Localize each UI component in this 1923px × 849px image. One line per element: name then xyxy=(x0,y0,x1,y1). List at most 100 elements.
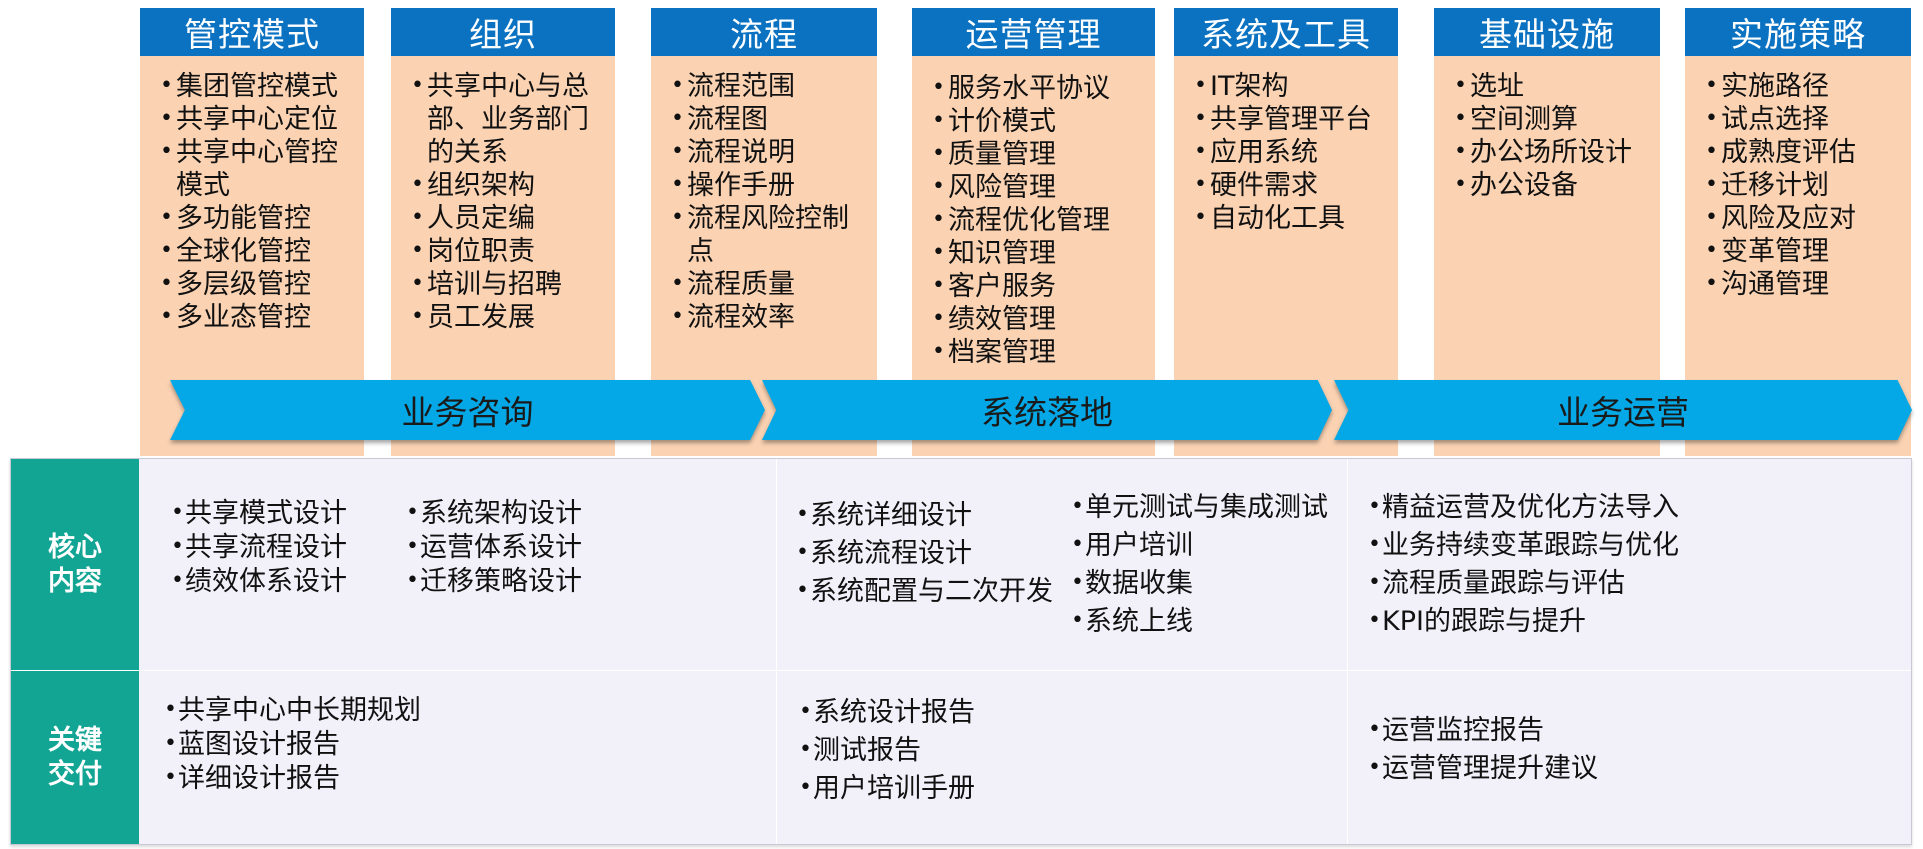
list-item: 流程质量 xyxy=(671,267,871,301)
list-item: 质量管理 xyxy=(932,137,1149,171)
list-item: 系统配置与二次开发 xyxy=(796,572,1053,611)
list-item: 多层级管控 xyxy=(160,267,358,301)
row-divider xyxy=(11,670,1911,671)
column-operations: 运营管理 服务水平协议 计价模式 质量管理 风险管理 流程优化管理 知识管理 客… xyxy=(912,8,1155,456)
list-item: 培训与招聘 xyxy=(411,267,609,301)
core-consulting-a: 共享模式设计 共享流程设计 绩效体系设计 xyxy=(171,496,347,599)
list-item: 客户服务 xyxy=(932,269,1149,303)
phase-table: 核心内容 关键交付 共享模式设计 共享流程设计 绩效体系设计 系统架构设计 运营… xyxy=(10,458,1912,845)
list-item: 办公设备 xyxy=(1454,168,1654,202)
row-label-deliverables: 关键交付 xyxy=(11,671,139,844)
column-header: 组织 xyxy=(391,8,615,56)
list-item: 操作手册 xyxy=(671,168,871,202)
list-item: IT架构 xyxy=(1194,69,1392,103)
deliverables-landing: 系统设计报告 测试报告 用户培训手册 xyxy=(799,693,975,808)
list-item: 测试报告 xyxy=(799,731,975,770)
list-item: 人员定编 xyxy=(411,201,609,235)
list-item: 多业态管控 xyxy=(160,300,358,334)
list-item: 绩效管理 xyxy=(932,302,1149,336)
list-item: 单元测试与集成测试 xyxy=(1071,488,1328,527)
list-item: 系统详细设计 xyxy=(796,496,1053,535)
list-item: 办公场所设计 xyxy=(1454,135,1654,169)
list-item: 空间测算 xyxy=(1454,102,1654,136)
phase-label: 业务运营 xyxy=(1557,393,1689,432)
list-item: 蓝图设计报告 xyxy=(164,727,421,762)
row-label-core: 核心内容 xyxy=(11,459,139,670)
list-item: 全球化管控 xyxy=(160,234,358,268)
column-header: 管控模式 xyxy=(140,8,364,56)
list-item: 流程图 xyxy=(671,102,871,136)
list-item: 流程优化管理 xyxy=(932,203,1149,237)
list-item: 计价模式 xyxy=(932,104,1149,138)
list-item: 运营管理提升建议 xyxy=(1368,749,1598,788)
list-item: 用户培训 xyxy=(1071,526,1328,565)
arrow-shape xyxy=(762,380,1332,440)
list-item: 系统架构设计 xyxy=(406,496,582,531)
list-item: 共享管理平台 xyxy=(1194,102,1392,136)
list-item: 共享中心与总部、业务部门的关系 xyxy=(411,69,609,169)
list-item: KPI的跟踪与提升 xyxy=(1368,602,1679,641)
list-item: 绩效体系设计 xyxy=(171,564,347,599)
arrow-shape xyxy=(170,380,765,440)
list-item: 自动化工具 xyxy=(1194,201,1392,235)
list-item: 组织架构 xyxy=(411,168,609,202)
list-item: 详细设计报告 xyxy=(164,761,421,796)
list-item: 变革管理 xyxy=(1705,234,1905,268)
column-header: 运营管理 xyxy=(912,8,1155,56)
list-item: 实施路径 xyxy=(1705,69,1905,103)
list-item: 成熟度评估 xyxy=(1705,135,1905,169)
core-consulting-b: 系统架构设计 运营体系设计 迁移策略设计 xyxy=(406,496,582,599)
column-header: 系统及工具 xyxy=(1174,8,1398,56)
list-item: 流程范围 xyxy=(671,69,871,103)
list-item: 精益运营及优化方法导入 xyxy=(1368,488,1679,527)
list-item: 流程风险控制点 xyxy=(671,201,871,268)
list-item: 多功能管控 xyxy=(160,201,358,235)
list-item: 系统设计报告 xyxy=(799,693,975,732)
column-governance: 管控模式 集团管控模式 共享中心定位 共享中心管控模式 多功能管控 全球化管控 … xyxy=(140,8,364,456)
list-item: 用户培训手册 xyxy=(799,769,975,808)
column-header: 基础设施 xyxy=(1434,8,1660,56)
list-item: 运营体系设计 xyxy=(406,530,582,565)
deliverables-operation: 运营监控报告 运营管理提升建议 xyxy=(1368,711,1598,788)
list-item: 迁移策略设计 xyxy=(406,564,582,599)
list-item: 应用系统 xyxy=(1194,135,1392,169)
core-landing-a: 系统详细设计 系统流程设计 系统配置与二次开发 xyxy=(796,496,1053,611)
column-list: 共享中心与总部、业务部门的关系 组织架构 人员定编 岗位职责 培训与招聘 员工发… xyxy=(391,56,615,334)
column-divider xyxy=(1347,459,1348,844)
phase-arrow-landing: 系统落地 xyxy=(762,380,1332,440)
list-item: 共享中心管控模式 xyxy=(160,135,358,202)
column-list: IT架构 共享管理平台 应用系统 硬件需求 自动化工具 xyxy=(1174,56,1398,235)
list-item: 档案管理 xyxy=(932,335,1149,369)
column-list: 实施路径 试点选择 成熟度评估 迁移计划 风险及应对 变革管理 沟通管理 xyxy=(1685,56,1911,301)
column-list: 选址 空间测算 办公场所设计 办公设备 xyxy=(1434,56,1660,202)
list-item: 流程说明 xyxy=(671,135,871,169)
list-item: 共享中心中长期规划 xyxy=(164,693,421,728)
list-item: 风险管理 xyxy=(932,170,1149,204)
list-item: 运营监控报告 xyxy=(1368,711,1598,750)
list-item: 共享流程设计 xyxy=(171,530,347,565)
list-item: 岗位职责 xyxy=(411,234,609,268)
list-item: 风险及应对 xyxy=(1705,201,1905,235)
list-item: 共享模式设计 xyxy=(171,496,347,531)
core-operation: 精益运营及优化方法导入 业务持续变革跟踪与优化 流程质量跟踪与评估 KPI的跟踪… xyxy=(1368,488,1679,641)
list-item: 流程效率 xyxy=(671,300,871,334)
list-item: 沟通管理 xyxy=(1705,267,1905,301)
list-item: 数据收集 xyxy=(1071,564,1328,603)
phase-arrow-operation: 业务运营 xyxy=(1334,380,1912,440)
list-item: 硬件需求 xyxy=(1194,168,1392,202)
column-divider xyxy=(776,459,777,844)
phase-label: 业务咨询 xyxy=(401,393,534,432)
list-item: 迁移计划 xyxy=(1705,168,1905,202)
list-item: 集团管控模式 xyxy=(160,69,358,103)
list-item: 选址 xyxy=(1454,69,1654,103)
list-item: 流程质量跟踪与评估 xyxy=(1368,564,1679,603)
list-item: 系统流程设计 xyxy=(796,534,1053,573)
core-landing-b: 单元测试与集成测试 用户培训 数据收集 系统上线 xyxy=(1071,488,1328,641)
column-list: 流程范围 流程图 流程说明 操作手册 流程风险控制点 流程质量 流程效率 xyxy=(651,56,877,334)
column-header: 流程 xyxy=(651,8,877,56)
column-header: 实施策略 xyxy=(1685,8,1911,56)
list-item: 试点选择 xyxy=(1705,102,1905,136)
column-list: 服务水平协议 计价模式 质量管理 风险管理 流程优化管理 知识管理 客户服务 绩… xyxy=(912,56,1155,369)
list-item: 共享中心定位 xyxy=(160,102,358,136)
list-item: 服务水平协议 xyxy=(932,71,1149,105)
